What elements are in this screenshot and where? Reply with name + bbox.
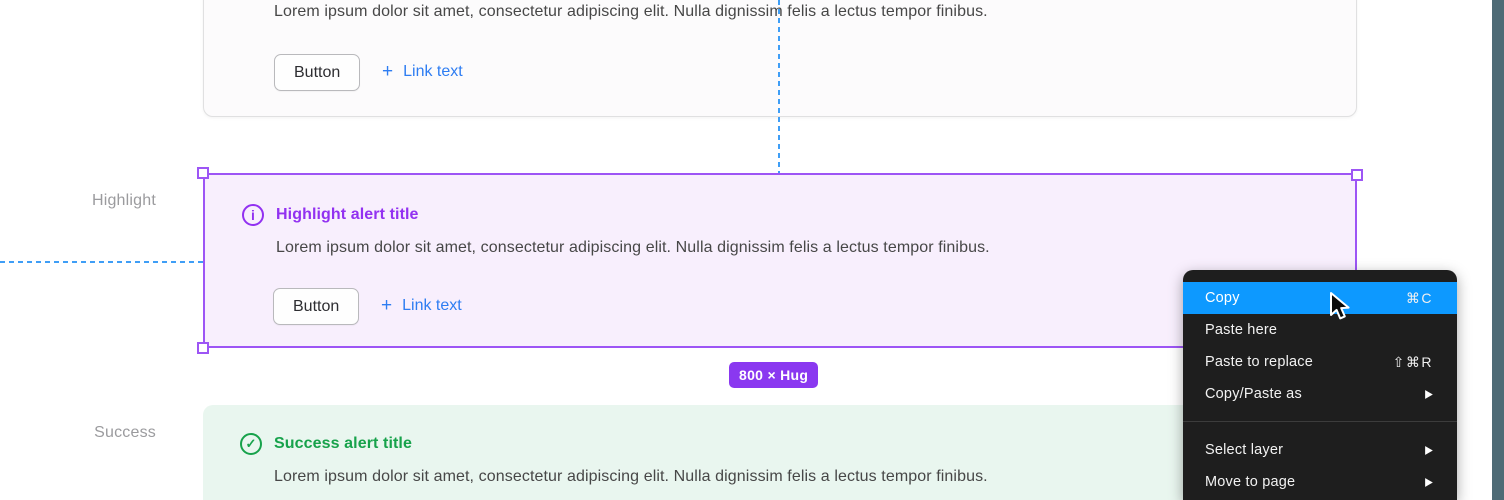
plus-icon: + [382, 61, 394, 82]
menu-item-paste-here[interactable]: Paste here [1205, 322, 1278, 338]
alert-button-label: Button [294, 63, 341, 81]
info-icon: i [242, 204, 264, 226]
alert-body-text: Lorem ipsum dolor sit amet, consectetur … [274, 468, 988, 485]
submenu-arrow-icon: ▶ [1425, 475, 1433, 489]
window-edge-strip [1492, 0, 1504, 500]
alert-link[interactable]: + Link text [381, 296, 462, 315]
alert-button[interactable]: Button [273, 288, 360, 325]
section-label-highlight: Highlight [91, 192, 156, 209]
menu-item-copy[interactable]: Copy ⌘C [1183, 282, 1457, 314]
selection-handle-bottom-left[interactable] [197, 342, 209, 354]
mouse-cursor-icon [1328, 291, 1354, 326]
submenu-arrow-icon: ▶ [1425, 443, 1433, 457]
alert-body-text: Lorem ipsum dolor sit amet, consectetur … [274, 3, 988, 20]
alert-body-text: Lorem ipsum dolor sit amet, consectetur … [276, 239, 990, 256]
vertical-guide-line [778, 0, 780, 173]
selection-handle-top-left[interactable] [197, 167, 209, 179]
alert-link-label: Link text [402, 296, 462, 314]
menu-divider [1183, 421, 1457, 422]
menu-item-paste-to-replace[interactable]: Paste to replace ⇧⌘R [1205, 353, 1433, 371]
section-label-success: Success [94, 424, 156, 441]
default-alert-card[interactable]: Lorem ipsum dolor sit amet, consectetur … [203, 0, 1357, 117]
alert-button-label: Button [293, 297, 340, 315]
shortcut-paste-to-replace: ⇧⌘R [1392, 353, 1433, 370]
highlight-alert-card[interactable]: i Highlight alert title Lorem ipsum dolo… [203, 173, 1357, 348]
shortcut-copy: ⌘C [1405, 289, 1433, 306]
submenu-arrow-icon: ▶ [1425, 387, 1433, 401]
alert-link[interactable]: + Link text [382, 62, 463, 81]
horizontal-guide-line [0, 261, 203, 263]
alert-link-label: Link text [403, 62, 463, 80]
alert-button[interactable]: Button [274, 54, 361, 91]
check-circle-icon: ✓ [240, 433, 262, 455]
menu-item-move-to-page[interactable]: Move to page ▶ [1205, 474, 1433, 490]
highlight-alert-title: Highlight alert title [276, 206, 419, 223]
selection-handle-top-right[interactable] [1351, 169, 1363, 181]
selection-size-badge: 800 × Hug [729, 362, 819, 388]
context-menu: Copy ⌘C Paste here Paste to replace ⇧⌘R … [1183, 270, 1457, 500]
menu-item-select-layer[interactable]: Select layer ▶ [1205, 442, 1433, 458]
success-alert-card[interactable]: ✓ Success alert title Lorem ipsum dolor … [203, 405, 1357, 500]
plus-icon: + [381, 295, 393, 316]
success-alert-title: Success alert title [274, 435, 412, 452]
menu-item-copy-paste-as[interactable]: Copy/Paste as ▶ [1205, 386, 1433, 402]
